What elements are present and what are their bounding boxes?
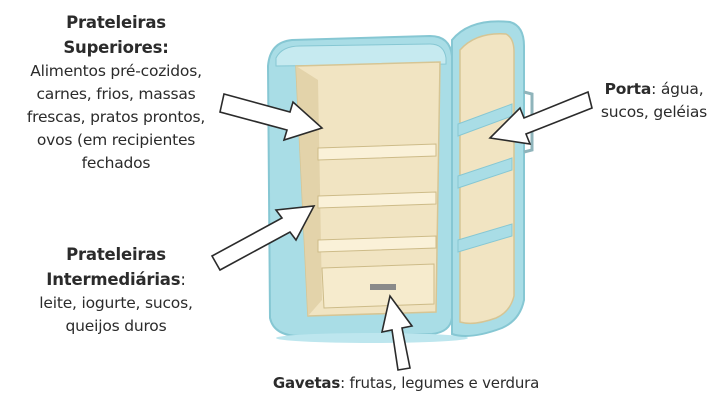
label-door-text-1: : água, (651, 80, 704, 98)
fridge-shadow (276, 333, 468, 343)
label-middle-shelves-colon: : (180, 270, 186, 289)
label-top-shelves-line: fechados (81, 154, 151, 172)
door-shelf-2 (457, 157, 513, 189)
label-door-text-2: sucos, geléias (600, 103, 708, 121)
label-middle-shelves-line: leite, iogurte, sucos, (39, 294, 193, 312)
label-middle-shelves-heading-1: Prateleiras (66, 245, 166, 264)
label-door-heading: Porta (604, 80, 652, 98)
label-top-shelves: Prateleiras Superiores: Alimentos pré-co… (0, 10, 232, 175)
label-top-shelves-heading-1: Prateleiras (66, 13, 166, 32)
door-shelf-3 (457, 223, 513, 253)
arrow-middle-shelves (210, 205, 316, 272)
label-drawers-heading: Gavetas (272, 374, 341, 392)
label-top-shelves-heading-2: Superiores: (63, 38, 169, 57)
fridge-top-rim (275, 43, 447, 67)
label-top-shelves-line: frescas, pratos prontos, (26, 108, 206, 126)
label-door-line-1: Porta: água, (588, 78, 720, 101)
fridge-interior (295, 61, 441, 317)
label-middle-shelves-heading-2: Intermediárias: (0, 267, 232, 292)
shelf-1 (317, 143, 437, 161)
shelf-2 (317, 191, 437, 209)
label-top-shelves-line: ovos (em recipientes (36, 131, 196, 149)
arrow-top-shelves (219, 93, 324, 142)
arrow-door (488, 90, 593, 145)
label-top-shelves-line: carnes, frios, massas (36, 85, 196, 103)
label-middle-shelves: Prateleiras Intermediárias: leite, iogur… (0, 242, 232, 338)
label-middle-shelves-line: queijos duros (65, 317, 167, 335)
arrow-drawers (380, 294, 414, 371)
drawer-logo (370, 284, 396, 290)
label-door: Porta: água, sucos, geléias (588, 78, 720, 124)
shelf-3 (317, 235, 437, 253)
label-drawers-text: : frutas, legumes e verdura (340, 374, 540, 392)
label-drawers: Gavetas: frutas, legumes e verdura (236, 373, 576, 393)
label-middle-shelves-heading-word: Intermediárias (46, 270, 181, 289)
label-top-shelves-line: Alimentos pré-cozidos, (30, 62, 202, 80)
